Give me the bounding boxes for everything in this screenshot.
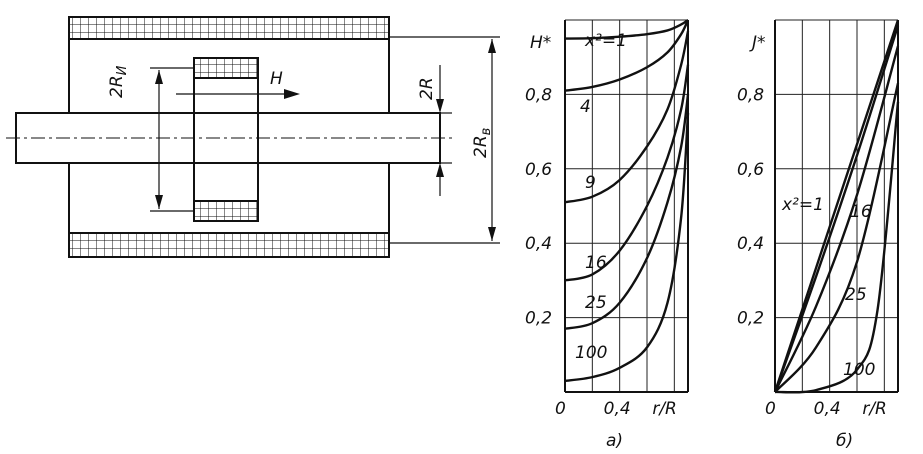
series-label: 16 <box>585 253 607 273</box>
x-tick-label: 0,4 <box>604 399 631 419</box>
series-label: 9 <box>585 173 596 193</box>
series-label: 16 <box>850 202 872 222</box>
field-h-label: H <box>270 69 283 89</box>
series-label: 25 <box>585 293 607 313</box>
y-axis-label: H* <box>530 33 551 53</box>
y-tick-label: 0,8 <box>737 85 764 105</box>
chart-a-h: 0,2 0,4 0,6 0,8 H* 0 0,4 r/R a) x²=1 4 9 16 25 100 <box>525 18 690 451</box>
y-tick-label: 0,8 <box>525 85 552 105</box>
x-tick-label: 0,4 <box>814 399 841 419</box>
series-line <box>774 82 900 393</box>
outer-winding-top <box>68 16 390 40</box>
outer-winding-bottom <box>68 232 390 258</box>
series-label: 25 <box>845 285 867 305</box>
y-axis-label: J* <box>749 33 766 53</box>
x-axis-label: r/R <box>862 399 887 419</box>
series-line <box>564 94 690 330</box>
inner-winding-top <box>193 57 259 79</box>
x-tick-label: 0 <box>555 399 566 419</box>
series-line <box>564 18 689 40</box>
series-line <box>773 25 900 393</box>
panel-label: a) <box>606 431 623 451</box>
y-tick-label: 0,6 <box>525 160 552 180</box>
svg-text:2Rв: 2Rв <box>471 128 494 158</box>
series-line <box>564 64 690 282</box>
inner-winding-bottom <box>193 200 259 222</box>
inner-diameter-subscript: И <box>115 65 130 75</box>
series-label: x²=1 <box>584 31 627 51</box>
series-line <box>564 19 690 92</box>
series-line <box>564 112 690 383</box>
panel-label: б) <box>836 431 853 451</box>
y-tick-label: 0,4 <box>525 234 552 254</box>
coil-cross-section: 2RИ H 2R 2Rв <box>6 16 500 258</box>
series-line <box>773 19 900 393</box>
x-axis-label: r/R <box>652 399 677 419</box>
y-tick-label: 0,6 <box>737 160 764 180</box>
y-tick-label: 0,2 <box>525 309 552 329</box>
y-tick-label: 0,4 <box>737 234 764 254</box>
series-label: 100 <box>575 343 607 363</box>
shaft-diameter-label: 2R <box>417 77 437 100</box>
outer-diameter-label: 2R <box>471 135 491 158</box>
series-label: x²=1 <box>781 195 824 215</box>
outer-diameter-subscript: в <box>479 128 494 136</box>
series-label: 4 <box>580 97 591 117</box>
series-line <box>773 45 900 393</box>
series-line <box>564 30 690 204</box>
series-line <box>774 101 900 394</box>
inner-diameter-label: 2R <box>107 75 127 98</box>
series-label: 100 <box>843 360 875 380</box>
chart-b-j: 0,2 0,4 0,6 0,8 J* 0 0,4 r/R б) x²=1 16 25 100 <box>737 19 900 451</box>
x-tick-label: 0 <box>765 399 776 419</box>
svg-text:2RИ: 2RИ <box>107 65 130 98</box>
y-tick-label: 0,2 <box>737 309 764 329</box>
